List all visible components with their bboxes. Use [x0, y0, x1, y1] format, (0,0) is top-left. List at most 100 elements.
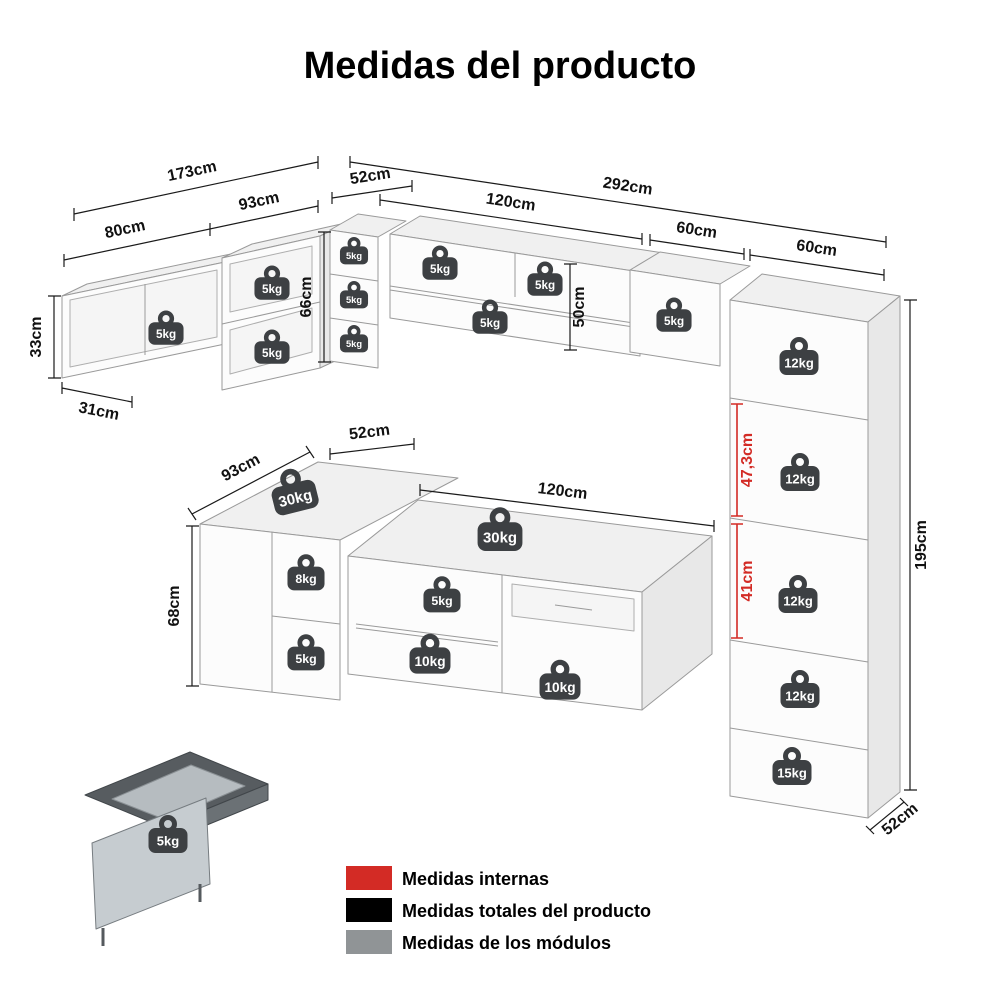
kettlebell-body-icon — [148, 322, 184, 345]
dim-label-292: 292cm — [602, 174, 654, 198]
weight-badge: 5kg — [339, 237, 369, 265]
shelf-line — [329, 317, 379, 326]
dim-line-60a — [649, 234, 745, 260]
dim-line-173 — [73, 156, 319, 221]
drawer-handle — [554, 604, 593, 611]
weight-badge: 5kg — [656, 297, 692, 332]
legend-swatch-total — [346, 898, 392, 922]
shelf-line — [729, 397, 869, 421]
legend-label-total: Medidas totales del producto — [402, 901, 651, 921]
kettlebell-body-icon — [254, 341, 290, 364]
legend: Medidas internas Medidas totales del pro… — [346, 866, 651, 954]
bookcase-195 — [729, 273, 901, 819]
weight-badge: 5kg — [527, 261, 563, 296]
weight-badge: 12kg — [780, 453, 820, 491]
kettlebell-body-icon — [287, 646, 325, 671]
shelf-line — [729, 639, 869, 663]
weight-badge: 12kg — [778, 575, 818, 613]
dim-line-80-93 — [63, 200, 319, 267]
weight-label: 12kg — [785, 472, 815, 487]
kettlebell-body-icon — [778, 588, 818, 613]
dim-label-41-internal: 41cm — [739, 561, 756, 602]
weight-badge: 5kg — [339, 281, 369, 309]
dim-label-80: 80cm — [103, 217, 147, 242]
dim-label-52-top: 52cm — [349, 165, 392, 188]
dim-line-120 — [379, 194, 643, 245]
weight-badge: 12kg — [779, 337, 819, 375]
weight-badge: 8kg — [287, 554, 325, 591]
shelf-line — [271, 615, 341, 625]
kettlebell-body-icon — [339, 246, 369, 265]
weight-label: 5kg — [664, 315, 684, 328]
dim-line-52-top — [331, 180, 413, 204]
dim-label-120: 120cm — [485, 190, 537, 214]
weight-badge: 5kg — [423, 576, 461, 613]
weight-label: 15kg — [777, 766, 807, 781]
opening-bottom — [229, 307, 313, 375]
kettlebell-body-icon — [527, 273, 563, 296]
dim-line-292 — [349, 156, 887, 248]
dimension-lines — [48, 156, 917, 835]
kettlebell-body-icon — [422, 257, 458, 280]
weight-badge: 5kg — [287, 634, 325, 671]
dim-label-47-internal: 47,3cm — [739, 433, 756, 487]
kettlebell-body-icon — [423, 588, 461, 613]
weight-badge: 30kg — [271, 468, 319, 516]
weight-label: 5kg — [346, 295, 362, 305]
dim-line-52-depth — [865, 797, 909, 835]
weight-label: 5kg — [295, 652, 316, 666]
shelf-line — [221, 301, 321, 325]
drawer-interior — [111, 764, 246, 821]
dim-line-195 — [904, 299, 917, 791]
weight-badge: 5kg — [339, 325, 369, 353]
weight-label: 5kg — [430, 263, 450, 276]
shelf-line — [389, 285, 641, 329]
kettlebell-body-icon — [780, 466, 820, 491]
dim-label-66: 66cm — [298, 277, 315, 318]
legend-label-modules: Medidas de los módulos — [402, 933, 611, 953]
front-face — [199, 523, 341, 701]
kettlebell-body-icon — [339, 334, 369, 353]
dim-line-41-internal — [731, 523, 743, 639]
weight-label: 12kg — [784, 356, 814, 371]
weight-label: 5kg — [156, 328, 176, 341]
weight-badge: 5kg — [148, 310, 184, 345]
weight-label: 5kg — [480, 317, 500, 330]
weight-label: 10kg — [414, 654, 445, 669]
side-face — [867, 295, 901, 819]
dim-line-66 — [318, 231, 331, 363]
dim-line-33 — [48, 295, 61, 379]
legend-label-internal: Medidas internas — [402, 869, 549, 889]
weight-badge: 5kg — [254, 329, 290, 364]
weight-badges: 5kg 5kg 5kg 5kg 5kg 5kg 5kg 5kg 5kg 5kg … — [148, 237, 820, 853]
desk-cabinet-120 — [347, 499, 713, 711]
shelf-line — [729, 727, 869, 751]
dim-line-31 — [61, 382, 133, 408]
dim-label-60b: 60cm — [795, 237, 838, 260]
dim-line-60b — [749, 249, 885, 281]
weight-badge: 5kg — [472, 299, 508, 334]
shelf-line — [329, 273, 379, 282]
dim-line-52-low — [329, 438, 415, 460]
weight-badge: 10kg — [409, 633, 451, 674]
kettlebell-body-icon — [539, 673, 581, 700]
kettlebell-body-icon — [339, 290, 369, 309]
dim-label-68: 68cm — [166, 586, 183, 627]
page-title: Medidas del producto — [304, 45, 697, 87]
weight-badge: 15kg — [772, 747, 812, 785]
weight-badge: 5kg — [254, 265, 290, 300]
upper-assembly — [61, 213, 901, 819]
weight-label: 5kg — [262, 283, 282, 296]
dim-label-33: 33cm — [28, 317, 45, 358]
dim-line-93-low — [187, 445, 315, 521]
weight-label: 5kg — [262, 347, 282, 360]
kettlebell-body-icon — [780, 683, 820, 708]
front-face — [729, 299, 869, 819]
kettlebell-body-icon — [779, 350, 819, 375]
weight-label: 5kg — [535, 279, 555, 292]
dim-label-120-low: 120cm — [537, 480, 589, 503]
dim-line-68 — [186, 525, 199, 687]
weight-label: 12kg — [785, 689, 815, 704]
